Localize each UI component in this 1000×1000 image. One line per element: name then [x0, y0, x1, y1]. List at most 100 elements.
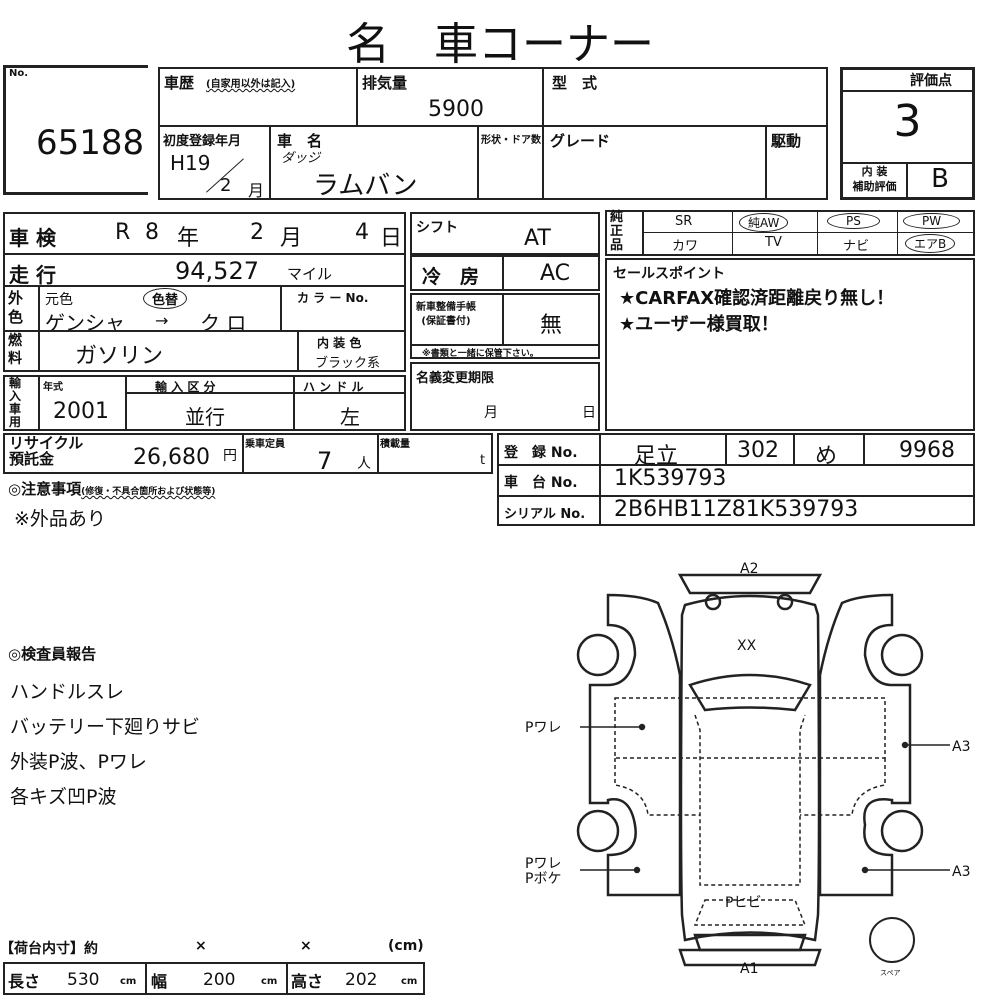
orig-color-label: 元色: [45, 292, 73, 308]
cm-unit: cm: [120, 976, 137, 987]
month-unit: 月: [280, 226, 303, 251]
lot-label: No.: [9, 68, 29, 79]
serial-number: 2B6HB11Z81K539793: [614, 497, 859, 522]
equipment-table: 純正品 SR 純AW PS PW カワ TV ナビ エアB: [605, 210, 975, 256]
car-body-outline: [576, 573, 924, 967]
equip-navi: ナビ: [843, 239, 870, 254]
inspection-row: 車 検 R 8 年 2 月 4 日: [3, 212, 406, 255]
divider: [499, 464, 973, 466]
arrow-icon: →: [155, 311, 169, 330]
divider: [499, 495, 973, 497]
equip-tv: TV: [765, 235, 782, 250]
mileage-label: 走 行: [9, 263, 56, 287]
inspection-era: R: [115, 220, 131, 245]
drive-cell: 駆動: [765, 125, 828, 200]
interior-score-value: B: [908, 162, 972, 197]
ac-value: AC: [540, 261, 571, 286]
notes-text: ※外品あり: [14, 508, 106, 530]
score-label: 評価点: [843, 70, 972, 92]
plate-kana: め: [815, 444, 838, 469]
divider: [145, 962, 147, 995]
first-reg-month: 2: [220, 175, 232, 196]
inspector-report: ハンドルスレ バッテリー下廻りサビ 外装P波、Pワレ 各キズ凹P波: [10, 675, 200, 815]
sales-point-label: セールスポイント: [613, 266, 725, 282]
registration-label: 登 録 No.: [504, 445, 578, 461]
label-spare: スペア: [880, 969, 901, 977]
width-value: 200: [203, 970, 236, 990]
divider: [412, 344, 598, 346]
score-box: 評価点 3 内 装 補助評価 B: [840, 67, 975, 200]
day-label: 日: [582, 405, 596, 421]
first-reg-month-unit: 月: [248, 181, 265, 200]
label-right-rear: A3: [952, 864, 970, 880]
sales-point-line: ★CARFAX確認済距離戻り無し！: [619, 288, 895, 309]
manual-value: 無: [540, 313, 563, 338]
report-line: 各キズ凹P波: [10, 786, 117, 808]
import-type-value: 並行: [185, 405, 225, 429]
divider: [125, 392, 406, 394]
inspector-label: ◎検査員報告: [8, 645, 97, 663]
car-damage-diagram: A2 A1 XX Pヒビ Pワレ Pワレ Pボケ A3 A3 スペア: [525, 561, 970, 977]
width-label: 幅: [151, 972, 168, 991]
callouts: [580, 723, 950, 874]
label-rear-glass: Pヒビ: [725, 895, 761, 911]
sales-point-box: セールスポイント ★CARFAX確認済距離戻り無し！ ★ユーザー様買取！: [605, 258, 975, 431]
car-name-label: 車 名: [277, 132, 323, 150]
score-value: 3: [893, 96, 922, 147]
sales-point-line: ★ユーザー様買取！: [619, 314, 779, 335]
fuel-row: 燃料 ガソリン 内 装 色 ブラック系: [3, 330, 406, 372]
plate-class: 302: [737, 438, 779, 463]
report-line: バッテリー下廻りサビ: [10, 716, 201, 738]
divider: [863, 433, 865, 464]
length-value: 530: [67, 970, 100, 990]
mileage-row: 走 行 94,527 マイル: [3, 253, 406, 287]
day-unit: 日: [380, 226, 403, 251]
manual-note: ※書類と一緒に保管下さい。: [422, 349, 539, 359]
car-name-cell: 車 名ダッジラムバン: [269, 125, 479, 201]
cargo-header: 【荷台内寸】約 × × (cm): [0, 938, 430, 958]
first-reg-label: 初度登録年月: [163, 134, 242, 149]
load-unit: t: [480, 453, 486, 468]
car-name-value: ラムバン: [313, 171, 418, 201]
inspection-month: 2: [250, 220, 264, 245]
mileage-unit: マイル: [287, 265, 333, 283]
lot-box: No. 65188: [3, 65, 148, 195]
report-line: ハンドルスレ: [10, 681, 125, 703]
divider: [599, 433, 601, 526]
interior-color-label: 内 装 色: [317, 336, 362, 350]
plate-area: 足立: [634, 444, 679, 469]
length-label: 長さ: [8, 972, 41, 991]
label-left-rear-1: Pワレ: [525, 856, 561, 872]
load-label: 積載量: [380, 439, 410, 450]
capacity-unit: 人: [357, 456, 371, 472]
divider: [377, 433, 379, 474]
model-year-label: 年式: [43, 382, 63, 393]
name-change-label: 名義変更期限: [416, 371, 495, 386]
model-year-value: 2001: [53, 399, 109, 424]
cm-unit: cm: [401, 976, 418, 987]
history-cell: 車歴(自家用以外は記入): [158, 67, 358, 127]
ac-label: 冷 房: [422, 266, 480, 288]
height-value: 202: [345, 970, 378, 990]
equip-sr: SR: [675, 214, 693, 229]
divider: [242, 433, 244, 474]
divider: [897, 210, 898, 256]
yen-unit: 円: [223, 448, 237, 464]
handle-value: 左: [340, 405, 360, 429]
shift-label: シフト: [416, 220, 458, 236]
ac-cell: 冷 房 AC: [410, 255, 600, 291]
model-code-cell: 型 式: [542, 67, 828, 127]
shift-value: AT: [524, 226, 551, 251]
divider: [793, 433, 795, 464]
body-doors-cell: 形状・ドア数: [477, 125, 544, 200]
manual-label: 新車整備手帳 (保証書付): [416, 302, 476, 327]
import-label: 輸入車用: [9, 376, 22, 429]
inspection-day: 4: [355, 220, 369, 245]
plate-number: 9968: [899, 438, 955, 463]
cm-unit: cm: [261, 976, 278, 987]
color-changed-badge: 色替: [143, 288, 188, 309]
fuel-label: 燃料: [8, 333, 22, 367]
label-top: A2: [740, 561, 758, 577]
divider: [293, 375, 295, 431]
